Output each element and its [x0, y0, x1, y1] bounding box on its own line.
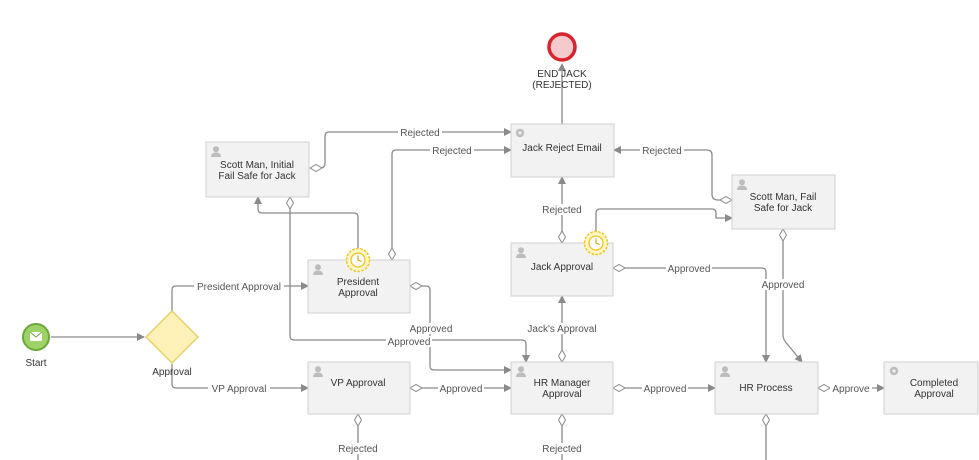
label-rejected-jack: Rejected: [542, 205, 581, 216]
task-label-line-2: Approval: [338, 288, 377, 299]
label-rejected-president: Rejected: [432, 146, 471, 157]
gateway-label: Approval: [152, 367, 191, 378]
end-label-line-2: (REJECTED): [532, 80, 591, 91]
task-vp-approval[interactable]: VP Approval: [307, 361, 411, 415]
label-jacks-approval: Jack's Approval: [527, 324, 596, 335]
flow-jack-timer[interactable]: [595, 208, 733, 232]
label-approved-scott-failsafe: Approved: [762, 280, 805, 291]
timer-icon[interactable]: [345, 247, 371, 273]
label-approved-hr-hrprocess: Approved: [644, 384, 687, 395]
flow-president-approval[interactable]: [171, 282, 309, 312]
flow-president-rejected[interactable]: [391, 146, 512, 260]
task-label-line-2: Approval: [542, 389, 581, 400]
label-approved-jack: Approved: [668, 264, 711, 275]
flow-president-timer[interactable]: [254, 196, 359, 249]
start-label: Start: [25, 358, 46, 369]
task-label-line-1: HR Manager: [534, 378, 591, 389]
task-label-line-1: President: [337, 277, 379, 288]
start-event[interactable]: Start: [22, 323, 50, 369]
task-label-line-1: Scott Man, Initial: [220, 160, 294, 171]
label-approved-president-1: Approved: [410, 324, 453, 335]
label-rejected-vp-bottom: Rejected: [338, 444, 377, 455]
end-event[interactable]: END JACK (REJECTED): [532, 32, 592, 91]
task-hr-manager-approval[interactable]: HR Manager Approval: [510, 361, 614, 415]
task-label-line-1: Jack Approval: [531, 262, 593, 273]
flow-jack-approved[interactable]: [613, 267, 770, 363]
flow-scott-failsafe-rejected[interactable]: [613, 146, 732, 201]
task-scott-initial[interactable]: Scott Man, Initial Fail Safe for Jack: [205, 141, 310, 198]
gear-icon: [515, 128, 525, 138]
task-jack-reject-email[interactable]: Jack Reject Email: [510, 123, 615, 178]
gear-icon: [889, 366, 899, 376]
label-rejected-scott-failsafe: Rejected: [642, 146, 681, 157]
task-label-line-1: Scott Man, Fail: [750, 192, 817, 203]
task-label-line-2: Fail Safe for Jack: [218, 171, 296, 182]
end-label-line-1: END JACK: [537, 69, 587, 80]
label-rejected-hr-bottom: Rejected: [542, 444, 581, 455]
envelope-icon: [29, 331, 43, 341]
label-approved-vp-hr: Approved: [440, 384, 483, 395]
edges: [51, 63, 885, 460]
task-scott-failsafe[interactable]: Scott Man, Fail Safe for Jack: [731, 174, 836, 230]
task-label-line-1: HR Process: [739, 383, 792, 394]
edge-labels: Rejected Rejected Rejected Rejected Pres…: [194, 127, 872, 455]
label-approve-completed: Approve: [832, 384, 870, 395]
label-vp-approval: VP Approval: [212, 384, 267, 395]
flow-scott-failsafe-approved[interactable]: [782, 229, 803, 363]
label-rejected-scott-initial: Rejected: [400, 128, 439, 139]
task-label-line-1: VP Approval: [331, 378, 386, 389]
task-hr-process[interactable]: HR Process: [714, 361, 819, 415]
task-label-line-1: Completed: [910, 378, 958, 389]
task-label-line-1: Jack Reject Email: [522, 143, 601, 154]
timer-icon[interactable]: [583, 230, 609, 256]
flow-vp-approval[interactable]: [171, 364, 309, 392]
task-completed-approval[interactable]: Completed Approval: [883, 361, 979, 415]
task-label-line-2: Approval: [914, 389, 953, 400]
task-label-line-2: Safe for Jack: [754, 203, 813, 214]
label-approved-president-2: Approved: [388, 337, 431, 348]
label-president-approval: President Approval: [197, 282, 281, 293]
approval-gateway[interactable]: Approval: [144, 309, 200, 378]
